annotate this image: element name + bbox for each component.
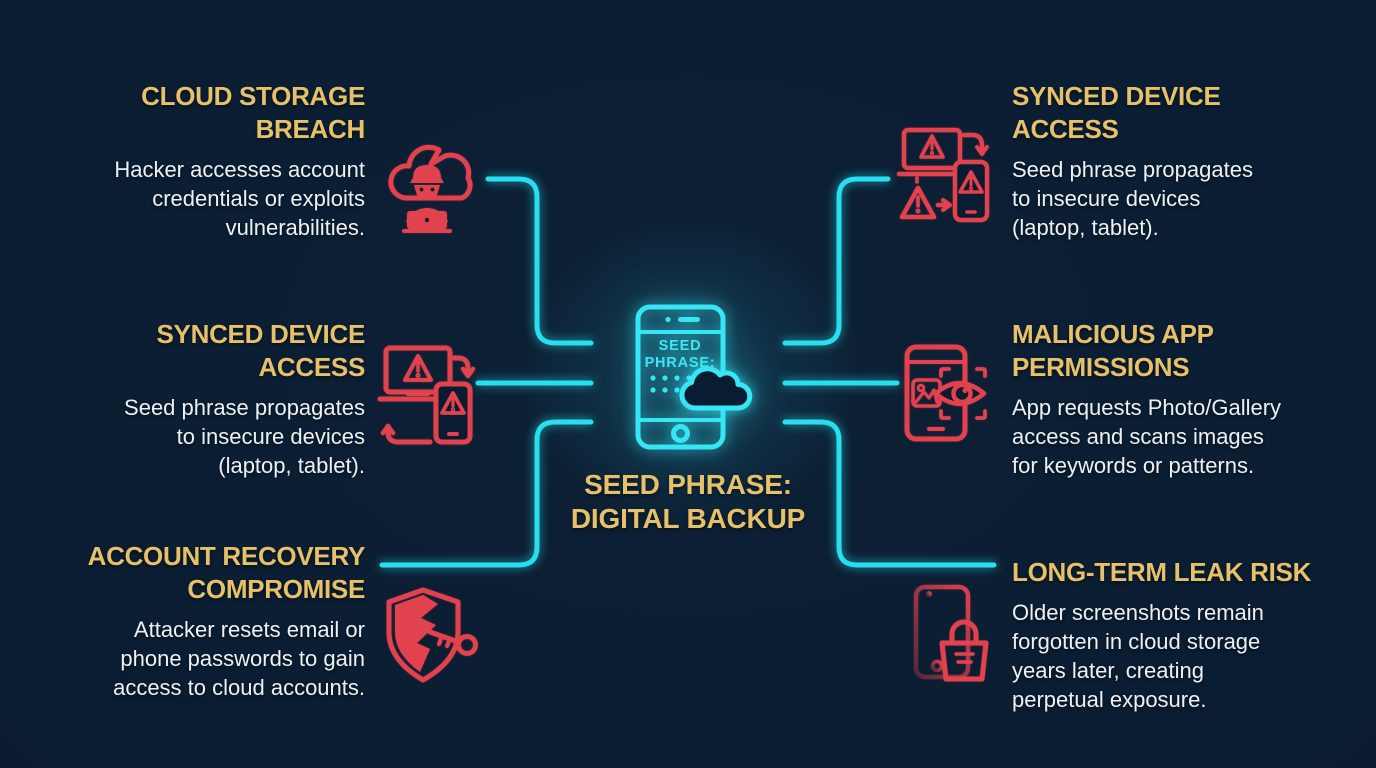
padlock bbox=[939, 619, 989, 682]
synced-devices-warning-icon bbox=[377, 345, 476, 445]
synced-devices-warning-icon bbox=[896, 127, 990, 223]
item-title: ACCOUNT RECOVERY COMPROMISE bbox=[87, 541, 366, 604]
hacker-cloud-icon bbox=[388, 144, 473, 233]
phone-padlock-icon bbox=[895, 584, 989, 682]
broken-shield-key-icon bbox=[386, 587, 478, 683]
item-description: Older screenshots remain forgotten in cl… bbox=[1012, 600, 1264, 712]
item-title: CLOUD STORAGE BREACH bbox=[141, 81, 365, 144]
seed-phrase-phone-icon: SEED PHRASE: bbox=[635, 304, 753, 450]
phone-speaker-bar bbox=[678, 317, 700, 322]
item-cloud-storage-breach: CLOUD STORAGE BREACH Hacker accesses acc… bbox=[25, 80, 365, 242]
phone-screen-label-line2: PHRASE: bbox=[645, 355, 716, 371]
fading-phone bbox=[895, 584, 971, 680]
scan-brackets bbox=[939, 367, 987, 420]
item-title: LONG-TERM LEAK RISK bbox=[1012, 557, 1312, 587]
item-title: SYNCED DEVICE ACCESS bbox=[1012, 81, 1221, 144]
phone-eye-scan-icon bbox=[904, 344, 987, 442]
diagram-title: SEED PHRASE: DIGITAL BACKUP bbox=[570, 469, 806, 534]
connector-bottom-right bbox=[782, 419, 997, 568]
item-long-term-leak-risk: LONG-TERM LEAK RISK Older screenshots re… bbox=[1012, 556, 1352, 714]
item-synced-device-access-right: SYNCED DEVICE ACCESS Seed phrase propaga… bbox=[1012, 80, 1352, 242]
item-title: SYNCED DEVICE ACCESS bbox=[156, 319, 366, 382]
item-description: Seed phrase propagates to insecure devic… bbox=[1012, 157, 1253, 240]
item-title: MALICIOUS APP PERMISSIONS bbox=[1012, 319, 1214, 382]
connector-bottom-left bbox=[379, 419, 594, 568]
item-description: App requests Photo/Gallery access and sc… bbox=[1012, 395, 1282, 478]
item-account-recovery-compromise: ACCOUNT RECOVERY COMPROMISE Attacker res… bbox=[25, 540, 366, 702]
connector-top-left bbox=[485, 176, 594, 346]
hacker-figure bbox=[402, 165, 452, 233]
cloud-backup-icon bbox=[679, 366, 753, 411]
item-description: Hacker accesses account credentials or e… bbox=[114, 157, 365, 240]
fade-dashes bbox=[895, 603, 909, 635]
item-synced-device-access-left: SYNCED DEVICE ACCESS Seed phrase propaga… bbox=[25, 318, 365, 480]
phone-camera-dot bbox=[665, 316, 671, 323]
item-malicious-app-permissions: MALICIOUS APP PERMISSIONS App requests P… bbox=[1012, 318, 1352, 480]
item-description: Attacker resets email or phone passwords… bbox=[113, 617, 365, 700]
connector-top-right bbox=[782, 176, 891, 346]
item-description: Seed phrase propagates to insecure devic… bbox=[124, 395, 365, 478]
phone-screen-label-line1: SEED bbox=[659, 338, 702, 354]
phone-home-button bbox=[671, 424, 690, 443]
